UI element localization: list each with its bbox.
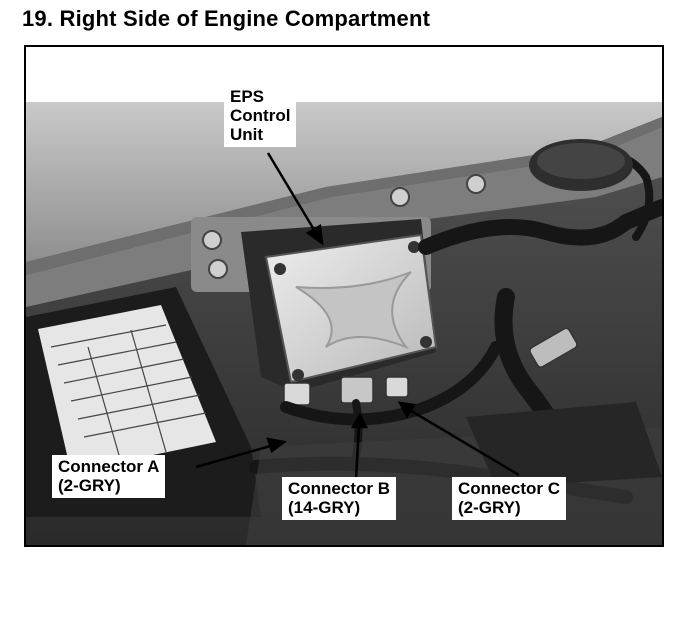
bolt-1 xyxy=(202,230,222,250)
background-sky xyxy=(26,47,662,102)
eps-control-unit-label: EPS Control Unit xyxy=(224,85,297,147)
cover-screw-1 xyxy=(274,263,286,275)
harness-main xyxy=(418,199,662,255)
connector-c-shape xyxy=(385,376,409,398)
connector-b-label-line-1: Connector B xyxy=(288,479,390,498)
fuse-box-label xyxy=(38,305,216,472)
connector-a-label: Connector A (2-GRY) xyxy=(52,455,166,498)
connector-b-label: Connector B (14-GRY) xyxy=(282,477,396,520)
connector-a-label-line-2: (2-GRY) xyxy=(58,476,121,495)
battery-terminal xyxy=(529,327,578,368)
arrow-eps-head xyxy=(305,223,324,246)
eps-label-line-1: EPS xyxy=(230,87,265,106)
bolt-4 xyxy=(466,174,486,194)
connector-c-label-line-2: (2-GRY) xyxy=(458,498,521,517)
arrow-b-head xyxy=(350,412,369,429)
connector-b-label-line-2: (14-GRY) xyxy=(288,498,361,517)
reservoir-cap-rim xyxy=(537,143,625,179)
arrow-c-head xyxy=(397,401,417,419)
bolt-2 xyxy=(208,259,228,279)
connector-b-shape xyxy=(340,376,374,404)
eps-cover-emboss xyxy=(295,271,412,350)
cover-screw-4 xyxy=(292,369,304,381)
photo-frame: EPS Control Unit Connector A (2-GRY) Con… xyxy=(24,45,664,547)
page-title: 19. Right Side of Engine Compartment xyxy=(22,6,431,31)
arrow-eps-line xyxy=(266,152,318,234)
connector-a-label-line-1: Connector A xyxy=(58,457,160,476)
harness-lower xyxy=(280,341,502,426)
connector-c-label: Connector C (2-GRY) xyxy=(452,477,566,520)
battery-tray xyxy=(466,402,662,487)
cover-screw-3 xyxy=(420,336,432,348)
bolt-3 xyxy=(390,187,410,207)
eps-label-line-3: Unit xyxy=(230,125,264,144)
fender-panel xyxy=(26,102,662,262)
arrow-b-line xyxy=(354,424,361,480)
engine-compartment-photo xyxy=(26,47,662,545)
connector-c-label-line-1: Connector C xyxy=(458,479,560,498)
cover-screw-2 xyxy=(408,241,420,253)
arrow-c-line xyxy=(407,407,520,477)
eps-label-line-2: Control xyxy=(230,106,291,125)
arrow-a-head xyxy=(266,437,288,454)
arrow-a-line xyxy=(195,443,275,469)
